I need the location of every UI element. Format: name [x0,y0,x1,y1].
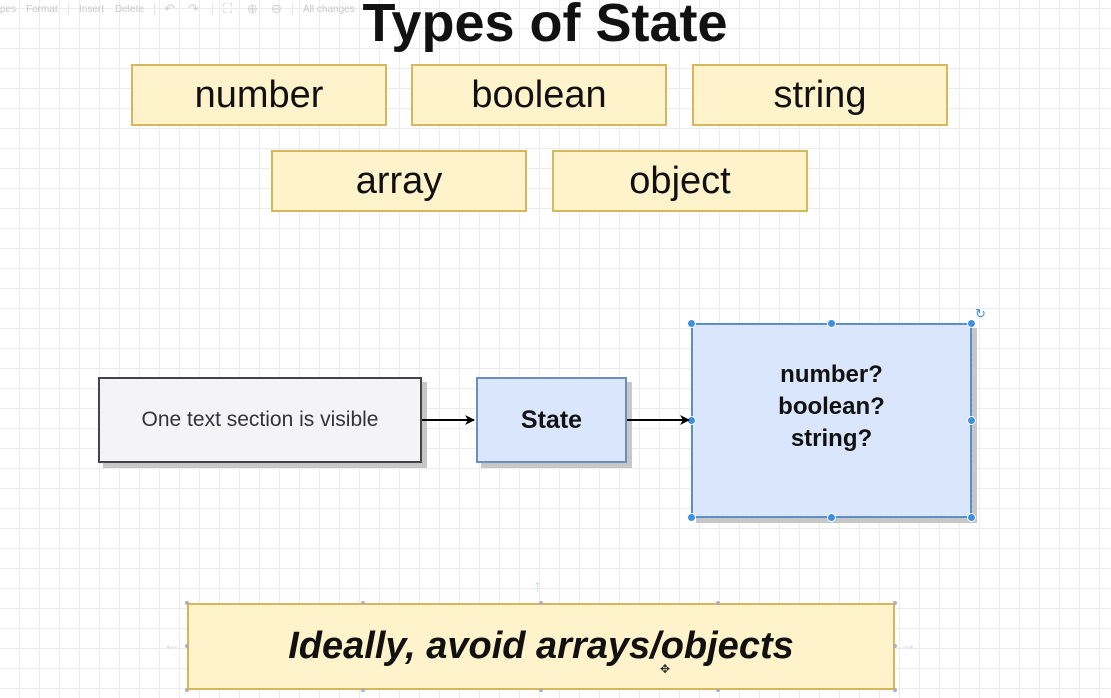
note-handle[interactable] [185,601,189,605]
toolbar-separator [154,3,155,15]
undo-icon[interactable]: ↶ [164,1,175,16]
diagram-title[interactable]: Types of State [362,0,728,53]
toolbar-format-tab[interactable]: Format [26,4,58,15]
resize-handle-top-left[interactable] [687,319,696,328]
editor-toolbar: pes Format Insert Delete ↶ ↷ ⛶ ⊕ ⊖ All c… [0,0,360,20]
resize-handle-bottom[interactable] [827,513,836,522]
resize-handle-right[interactable] [967,416,976,425]
connect-arrow-left-icon[interactable]: ← [163,634,181,654]
note-handle[interactable] [893,601,897,605]
connect-arrow-up-icon[interactable]: ↑ [533,576,542,596]
source-label: One text section is visible [141,408,379,431]
note-box[interactable]: Ideally, avoid arrays/objects [187,603,895,690]
note-handle[interactable] [893,688,897,692]
toolbar-shapes-tab[interactable]: pes [0,4,17,15]
type-box-number[interactable]: number [131,64,387,126]
note-handle[interactable] [716,688,720,692]
output-line-boolean: boolean? [778,392,885,420]
type-box-string[interactable]: string [692,64,948,126]
note-handle[interactable] [185,688,189,692]
type-box-object[interactable]: object [552,150,808,212]
type-box-array[interactable]: array [271,150,527,212]
note-handle[interactable] [539,688,543,692]
note-handle[interactable] [361,688,365,692]
state-box[interactable]: State [476,377,627,463]
rotate-handle-icon[interactable]: ↻ [975,306,986,321]
output-line-string: string? [790,424,873,452]
fullscreen-icon[interactable]: ⛶ [223,1,233,16]
output-text: number? boolean? string? [778,359,885,455]
toolbar-separator [212,3,213,15]
note-handle[interactable] [185,644,189,648]
note-handle[interactable] [716,601,720,605]
note-handle[interactable] [539,601,543,605]
note-handle[interactable] [361,601,365,605]
toolbar-delete-button[interactable]: Delete [115,4,144,15]
output-line-number: number? [780,360,883,388]
move-cursor-icon: ✥ [660,662,671,676]
redo-icon[interactable]: ↷ [188,1,199,16]
toolbar-all-changes[interactable]: All changes [303,4,355,15]
source-box[interactable]: One text section is visible [98,377,422,463]
resize-handle-bottom-right[interactable] [967,513,976,522]
zoom-out-icon[interactable]: ⊖ [271,1,282,16]
resize-handle-bottom-left[interactable] [687,513,696,522]
toolbar-separator [292,3,293,15]
type-box-boolean[interactable]: boolean [411,64,667,126]
toolbar-insert-button[interactable]: Insert [79,4,105,15]
resize-handle-top[interactable] [827,319,836,328]
toolbar-separator [68,3,69,15]
note-handle[interactable] [893,644,897,648]
connect-arrow-right-icon[interactable]: → [899,634,917,654]
state-label: State [520,405,583,434]
zoom-in-icon[interactable]: ⊕ [247,1,258,16]
output-box[interactable]: number? boolean? string? [691,323,972,518]
note-text: Ideally, avoid arrays/objects [288,625,794,667]
resize-handle-top-right[interactable] [967,319,976,328]
